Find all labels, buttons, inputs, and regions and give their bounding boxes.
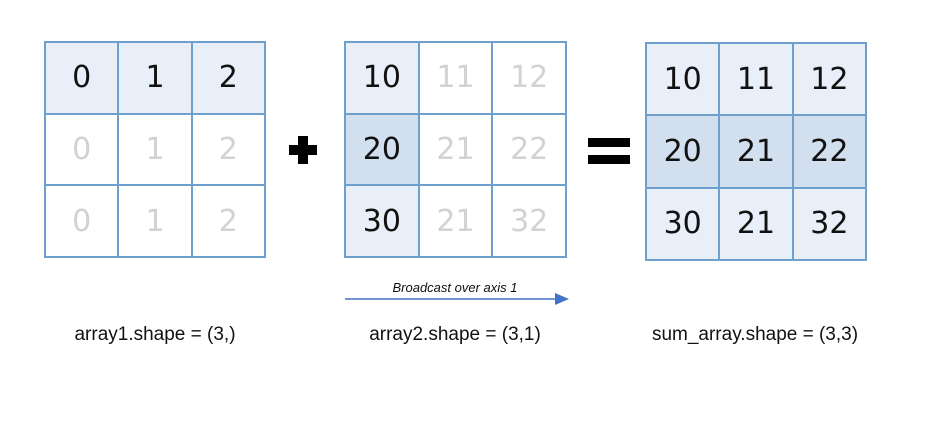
sum-array-cell: 12 (792, 43, 866, 116)
array1-cell-broadcast: 1 (118, 113, 192, 186)
array2-cell: 30 (345, 185, 419, 257)
array1-cell: 1 (118, 42, 192, 114)
sum-array-cell: 21 (719, 187, 793, 260)
array1-grid: 0 1 2 0 1 2 0 1 2 (44, 41, 266, 258)
sum-array-cell: 32 (792, 187, 866, 260)
array2-cell-broadcast: 12 (492, 42, 566, 114)
array1-cell-broadcast: 2 (191, 185, 265, 257)
sum-array-cell: 11 (719, 43, 793, 116)
sum-array-shape-label: sum_array.shape = (3,3) (651, 324, 859, 345)
array2-cell-broadcast: 11 (418, 42, 493, 114)
array1-cell-broadcast: 1 (118, 185, 192, 257)
array1-cell: 0 (45, 42, 119, 114)
array2-cell-broadcast: 21 (418, 185, 493, 257)
plus-icon (289, 136, 317, 164)
array2-cell-broadcast: 21 (418, 113, 493, 186)
array2-grid: 10 11 12 20 21 22 30 21 32 (344, 41, 567, 258)
array2-shape-label: array2.shape = (3,1) (369, 324, 541, 345)
array2-cell: 10 (345, 42, 419, 114)
sum-array-cell: 21 (719, 115, 793, 188)
array1-cell-broadcast: 0 (45, 113, 119, 186)
sum-array-cell: 22 (792, 115, 866, 188)
sum-array-cell: 10 (646, 43, 720, 116)
array2-cell-broadcast: 32 (492, 185, 566, 257)
sum-array-grid: 10 11 12 20 21 22 30 21 32 (645, 42, 867, 261)
array1-shape-label: array1.shape = (3,) (74, 324, 236, 345)
broadcast-arrow-icon (345, 293, 569, 305)
array2-cell-broadcast: 22 (492, 113, 566, 186)
equals-icon (588, 138, 630, 164)
sum-array-cell: 20 (646, 115, 720, 188)
array1-cell-broadcast: 0 (45, 185, 119, 257)
array2-cell: 20 (345, 113, 419, 186)
array1-cell-broadcast: 2 (191, 113, 265, 186)
array1-cell: 2 (191, 42, 265, 114)
sum-array-cell: 30 (646, 187, 720, 260)
broadcast-caption: Broadcast over axis 1 (392, 280, 518, 295)
